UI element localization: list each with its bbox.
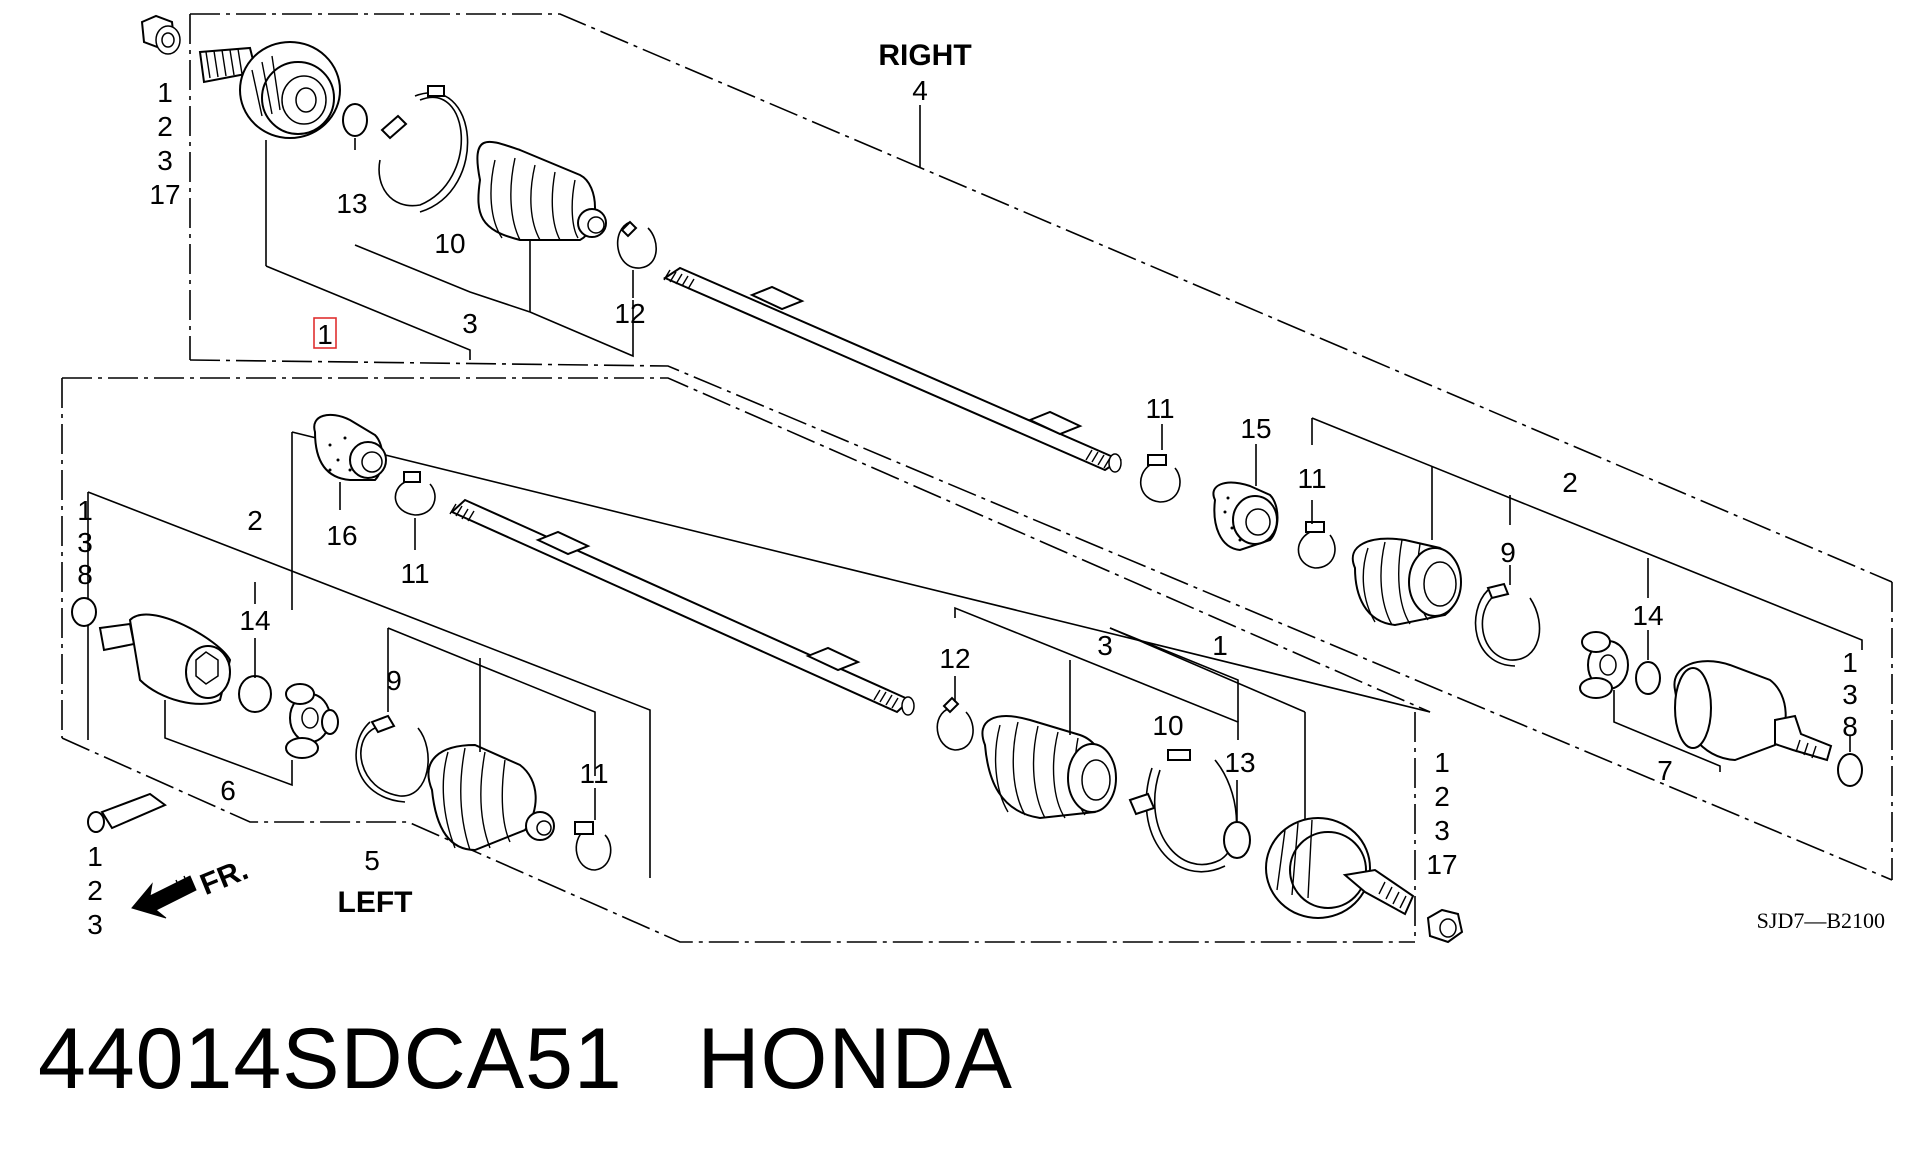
lower-snap-ring-icon: [1223, 821, 1251, 859]
callout-left-assembly: 5: [364, 845, 380, 876]
callout-ring-1: 1: [77, 495, 93, 526]
callout-lower-group-3: 3: [1097, 630, 1113, 661]
callout-clip-band-11: 11: [579, 758, 608, 789]
callout-ring-8: 8: [77, 559, 93, 590]
right-band-icon: [1139, 454, 1181, 503]
right-snap-ring-icon: [1635, 661, 1661, 695]
dynamic-damper-icon: [313, 413, 387, 481]
lower-band-kit-icon: [1128, 749, 1238, 873]
callout-boot-band-13: 13: [336, 188, 367, 219]
callout-spider-ring-14: 14: [239, 605, 270, 636]
right-boot-band-icon: [1474, 582, 1541, 667]
callout-lower-assembly-1: 1: [1212, 630, 1228, 661]
callout-labels: RIGHT 4 LEFT 5 FR. 1 2 3 17 13 10 3 12 1…: [77, 39, 1885, 940]
callout-nut-3: 3: [157, 145, 173, 176]
right-inner-boot-icon: [1352, 537, 1462, 627]
callout-lower-nut-2: 2: [1434, 781, 1450, 812]
callout-outer-right-ring-3: 3: [1842, 679, 1858, 710]
selected-callout-highlight: [313, 317, 337, 349]
callout-joint-kit-6: 6: [220, 775, 236, 806]
left-side-heading: LEFT: [338, 886, 413, 919]
callout-nut-17: 17: [149, 179, 180, 210]
left-halfshaft-icon: [449, 498, 915, 716]
callout-dust-seal-15: 15: [1240, 413, 1271, 444]
callout-spider-kit-2: 2: [247, 505, 263, 536]
callout-outer-right-boot-9: 9: [1500, 537, 1516, 568]
callout-nut-1: 1: [157, 77, 173, 108]
lower-outer-boot-icon: [981, 715, 1117, 820]
tripod-spider-icon: [285, 683, 339, 759]
callout-damper-band-11: 11: [400, 558, 429, 589]
callout-clip-12: 12: [614, 298, 645, 329]
outer-boot-icon: [476, 140, 607, 241]
callout-inner-group-3: 3: [462, 308, 478, 339]
snap-ring-icon: [342, 103, 368, 137]
right-halfshaft-icon: [662, 266, 1123, 473]
callout-right-assembly: 4: [912, 75, 928, 106]
boot-clip-icon: [616, 220, 657, 269]
inner-boot-icon: [427, 743, 555, 852]
callout-band-inner-11: 11: [1297, 463, 1326, 494]
front-direction-label: FR.: [196, 853, 253, 902]
spider-snap-ring-icon: [238, 675, 272, 713]
right-inner-joint-housing-icon: [1673, 660, 1833, 762]
front-direction-arrow-icon: [131, 875, 197, 919]
brand-name: HONDA: [697, 1011, 1014, 1107]
callout-lower-nut-1: 1: [1434, 747, 1450, 778]
outer-cv-joint-icon: [198, 41, 341, 139]
axle-nut-icon: [140, 14, 181, 55]
callout-grease-3: 3: [87, 909, 103, 940]
callout-ring-3: 3: [77, 527, 93, 558]
left-shaft-group: [61, 377, 1464, 944]
lower-outer-joint-icon: [1265, 817, 1415, 919]
callout-lower-nut-3: 3: [1434, 815, 1450, 846]
callout-grease-1: 1: [87, 841, 103, 872]
callout-band-right-11: 11: [1145, 393, 1174, 424]
lower-axle-nut-icon: [1426, 908, 1464, 944]
boot-band-11-icon: [574, 821, 612, 871]
callout-outer-right-ring-14: 14: [1632, 600, 1663, 631]
right-inner-band-icon: [1297, 521, 1336, 569]
boot-band-kit-icon: [378, 85, 469, 213]
inner-joint-housing-icon: [98, 613, 232, 705]
part-number: 44014SDCA51: [38, 1011, 623, 1107]
callout-selected-1: 1: [317, 319, 333, 350]
callout-outer-right-ring-1: 1: [1842, 647, 1858, 678]
callout-grease-2: 2: [87, 875, 103, 906]
inner-boot-band-icon: [355, 714, 429, 803]
right-tripod-spider-icon: [1579, 631, 1629, 699]
callout-boot-kit-10: 10: [434, 228, 465, 259]
callout-boot-kit-9: 9: [386, 665, 402, 696]
diagram-code: SJD7—B2100: [1757, 908, 1885, 933]
callout-lower-band-13: 13: [1224, 747, 1255, 778]
right-inner-joint-group: [1139, 417, 1863, 787]
damper-band-icon: [394, 471, 436, 516]
right-circlip-icon: [1837, 753, 1863, 787]
callout-lower-band-kit-10: 10: [1152, 710, 1183, 741]
lower-clip-icon: [936, 696, 974, 751]
callout-outer-right-joint-7: 7: [1657, 755, 1673, 786]
circlip-left-icon: [71, 597, 97, 627]
right-shaft-group: [140, 13, 1893, 881]
right-side-heading: RIGHT: [878, 39, 971, 72]
grease-tube-icon: [87, 792, 167, 833]
callout-nut-2: 2: [157, 111, 173, 142]
callout-outer-right-kit-2: 2: [1562, 467, 1578, 498]
callout-outer-right-ring-8: 8: [1842, 711, 1858, 742]
dust-seal-icon: [1212, 481, 1279, 552]
callout-lower-nut-17: 17: [1426, 849, 1457, 880]
callout-lower-clip-12: 12: [939, 643, 970, 674]
part-number-line: 44014SDCA51 HONDA: [38, 1010, 1013, 1109]
callout-damper-16: 16: [326, 520, 357, 551]
